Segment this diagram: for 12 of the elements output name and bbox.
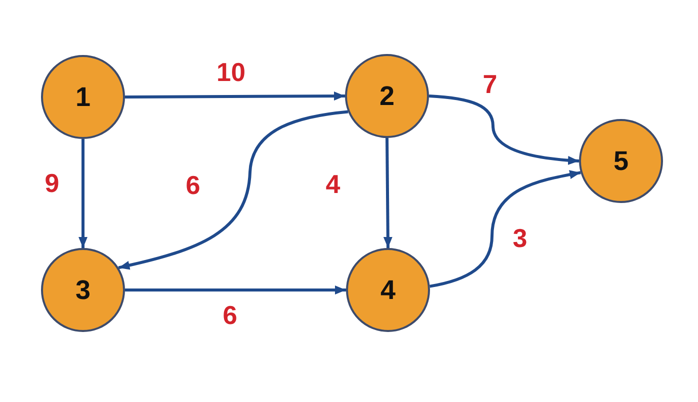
node-number: 1 bbox=[75, 84, 91, 110]
node-number: 5 bbox=[613, 148, 629, 174]
arrow bbox=[430, 170, 581, 288]
arrow bbox=[428, 94, 580, 165]
arrow bbox=[125, 92, 345, 101]
node-number: 3 bbox=[75, 276, 91, 304]
arrow bbox=[125, 286, 346, 294]
arrow bbox=[383, 138, 392, 248]
arrow bbox=[78, 139, 88, 248]
node-number: 4 bbox=[380, 276, 396, 304]
node-number: 2 bbox=[379, 82, 395, 110]
arrow bbox=[118, 110, 348, 270]
